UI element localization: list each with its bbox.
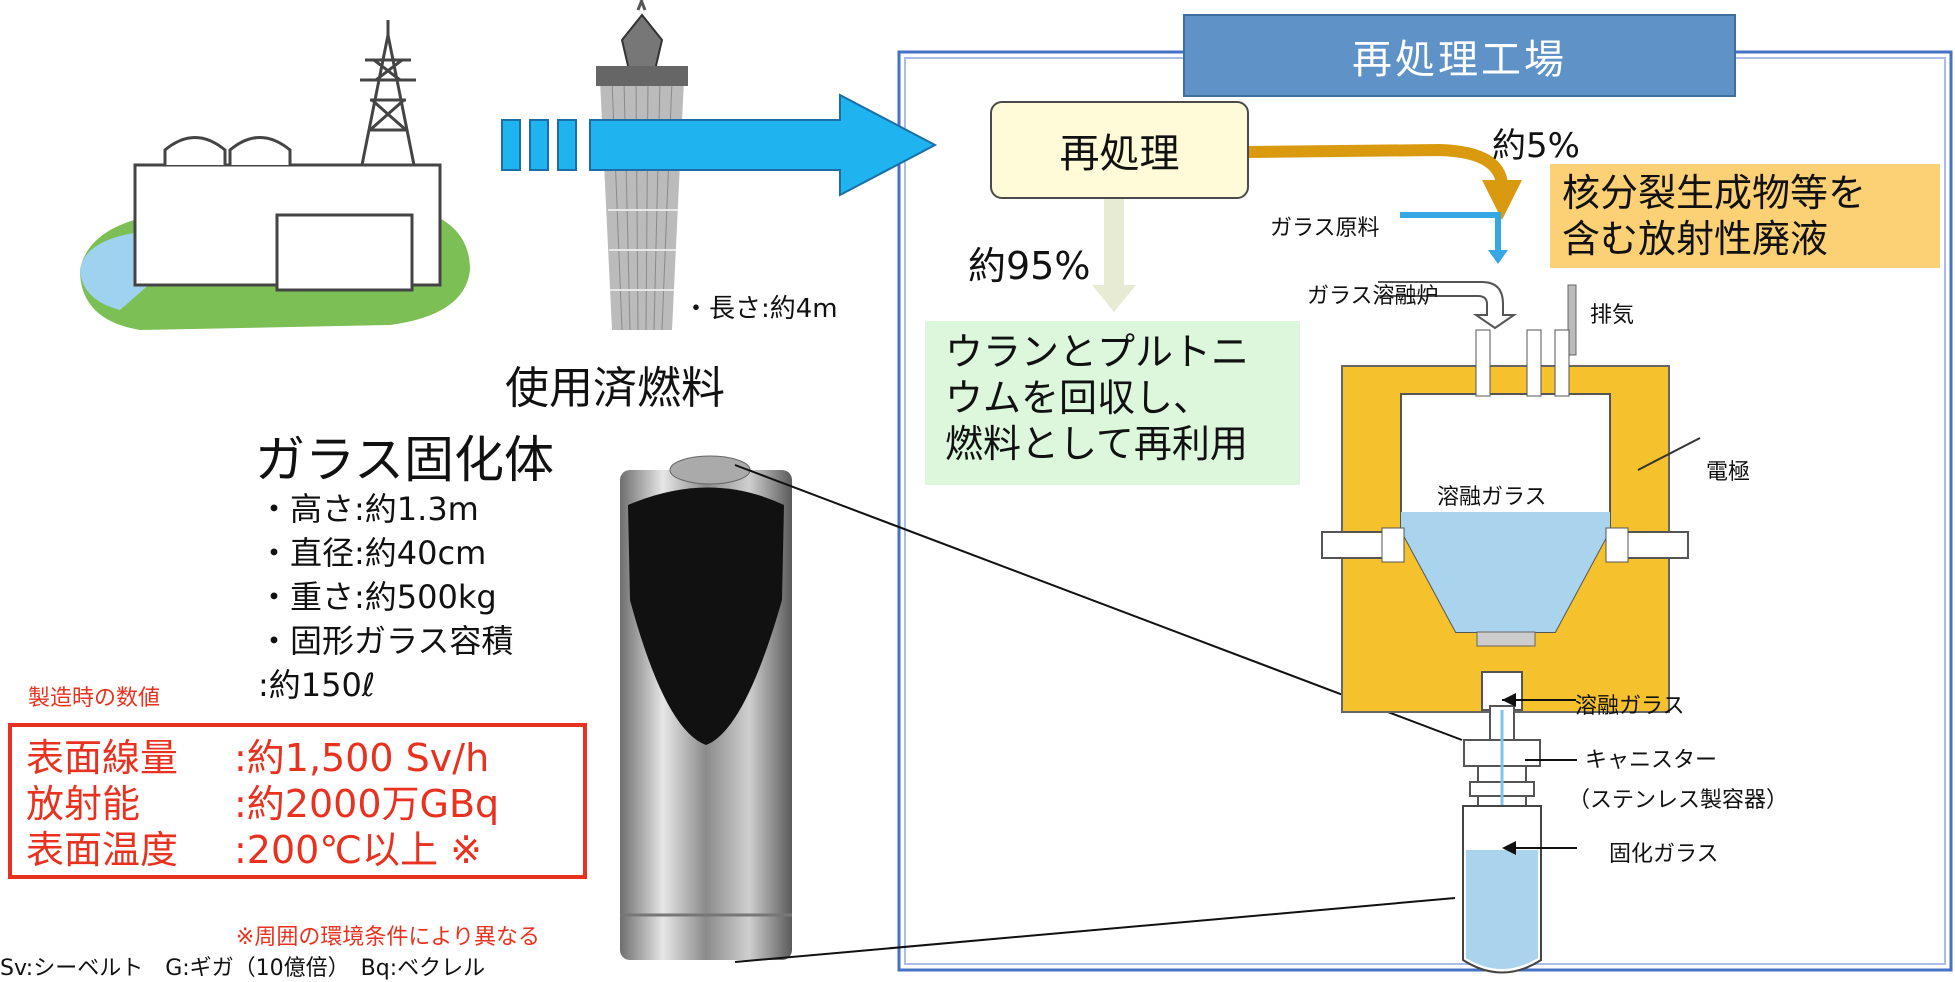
recycle-line-2: ウムを回収し、 (945, 376, 1212, 420)
canister-label: キャニスター (1585, 748, 1718, 773)
pylon-icon (360, 20, 416, 166)
reprocess-label: 再処理 (1059, 131, 1180, 177)
melter-label: ガラス溶融炉 (1307, 284, 1439, 309)
transport-arrow (501, 93, 938, 197)
spec-volume-value: :約150ℓ (258, 666, 376, 704)
pct-5-label: 約5% (1492, 126, 1580, 166)
manufacture-note: 製造時の数値 (28, 686, 161, 711)
recycle-arrow (1092, 195, 1136, 312)
glass-canister (1462, 805, 1542, 974)
measure-row-temperature: 表面温度:200℃以上 ※ (26, 828, 482, 872)
spec-weight: ・重さ:約500kg (258, 578, 497, 616)
spec-diameter: ・直径:約40cm (258, 534, 487, 572)
molten-glass-side-label: 溶融ガラス (1575, 694, 1685, 719)
radioactive-waste-box: 核分裂生成物等を 含む放射性廃液 (1550, 164, 1940, 268)
exhaust-label: 排気 (1590, 303, 1635, 328)
waste-line-1: 核分裂生成物等を (1562, 171, 1867, 215)
fuel-length-label: ・長さ:約4m (683, 294, 838, 324)
solid-glass-label: 固化ガラス (1609, 842, 1719, 867)
measure-row-dose: 表面線量:約1,500 Sv/h (26, 736, 490, 780)
radiation-values-box: 表面線量:約1,500 Sv/h 放射能:約2000万GBq 表面温度:200℃… (8, 723, 587, 879)
leader-line-bottom (734, 897, 1456, 963)
units-legend: Sv:シーベルト G:ギガ（10億倍） Bq:ベクレル (0, 956, 486, 981)
spec-volume: ・固形ガラス容積 (258, 622, 514, 660)
glass-material-arrow (1400, 212, 1501, 255)
waste-line-2: 含む放射性廃液 (1562, 217, 1829, 261)
spec-height: ・高さ:約1.3m (258, 490, 479, 528)
glass-material-label: ガラス原料 (1270, 216, 1380, 241)
reprocessing-plant-tab: 再処理工場 (1183, 14, 1736, 97)
glass-title: ガラス固化体 (255, 431, 554, 489)
power-plant-illustration (80, 20, 470, 330)
canister-note-label: （ステンレス製容器） (1568, 788, 1789, 813)
leader-line-top (734, 464, 1463, 741)
measure-row-activity: 放射能:約2000万GBq (26, 782, 500, 826)
recycle-line-1: ウランとプルトニ (945, 330, 1250, 374)
electrode-label: 電極 (1706, 460, 1751, 485)
recycle-line-3: 燃料として再利用 (945, 422, 1248, 466)
waste-arrow (1244, 143, 1508, 186)
reprocess-box: 再処理 (990, 101, 1249, 199)
pct-95-label: 約95% (968, 244, 1091, 288)
exhaust-pipe (1567, 284, 1577, 356)
melter-furnace (1321, 329, 1689, 713)
melter-feed-arrow (1378, 281, 1518, 330)
canister-photo (620, 455, 792, 960)
recycle-box: ウランとプルトニ ウムを回収し、 燃料として再利用 (925, 321, 1300, 485)
glass-specs: ・高さ:約1.3m ・直径:約40cm ・重さ:約500kg ・固形ガラス容積 … (258, 487, 513, 707)
molten-glass-top-label: 溶融ガラス (1437, 485, 1547, 510)
spent-fuel-title: 使用済燃料 (505, 363, 725, 414)
footnote: ※周囲の環境条件により異なる (236, 925, 540, 950)
